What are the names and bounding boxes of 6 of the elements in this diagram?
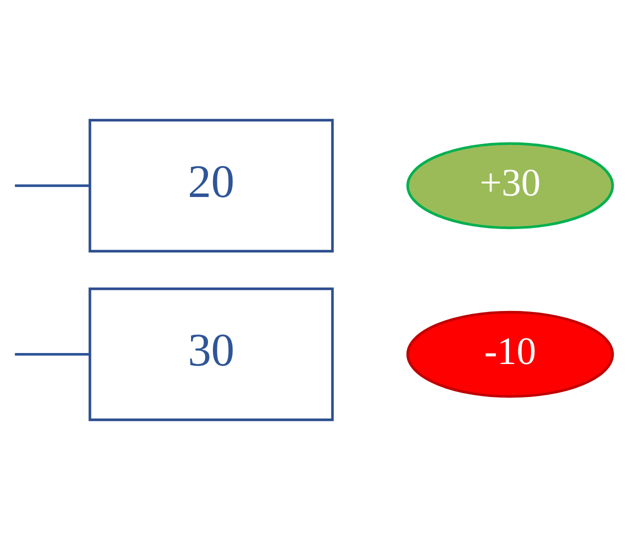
- node-ellipse: +30: [406, 142, 614, 230]
- connector: [14, 353, 90, 356]
- node-box: 30: [88, 288, 334, 422]
- node-ellipse: -10: [406, 310, 614, 398]
- connector: [14, 184, 90, 187]
- node-box: 20: [88, 118, 334, 252]
